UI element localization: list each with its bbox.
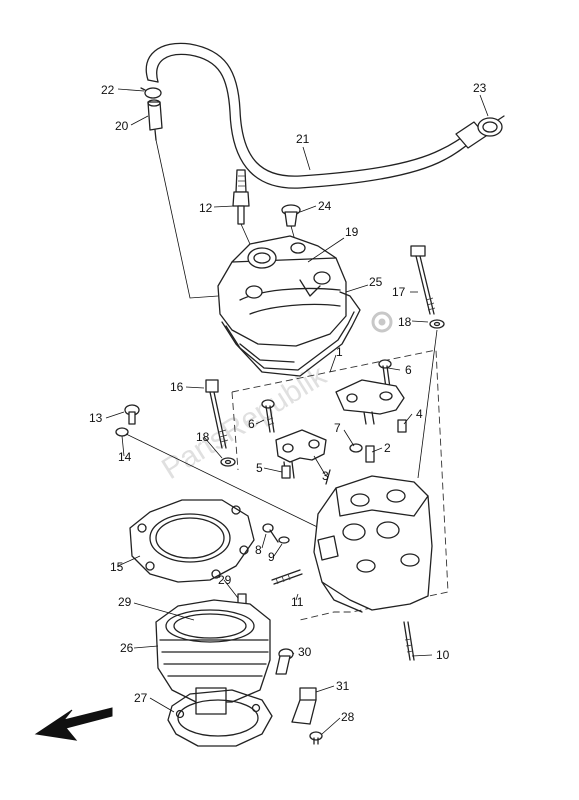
callout-9: 9 xyxy=(268,550,275,564)
bolt-8 xyxy=(262,523,279,543)
guide-line-13 xyxy=(125,433,341,539)
callout-22: 22 xyxy=(101,83,115,97)
stud-bolt-11 xyxy=(271,569,303,585)
callout-23: 23 xyxy=(473,81,487,95)
callout-6-left: 6 xyxy=(248,417,255,431)
callout-13: 13 xyxy=(89,411,103,425)
callout-21: 21 xyxy=(296,132,310,146)
guide-line-17 xyxy=(417,329,438,479)
stud-bolt-17 xyxy=(410,245,436,315)
cylinder-block xyxy=(155,599,271,715)
bolt-6-left xyxy=(261,399,275,433)
callout-4: 4 xyxy=(416,407,423,421)
assembly-outline-left xyxy=(231,391,239,471)
washer-18-right xyxy=(429,319,445,329)
callout-31: 31 xyxy=(336,679,350,693)
camshaft-cap-3 xyxy=(275,429,327,479)
callout-20: 20 xyxy=(115,119,129,133)
washer-7 xyxy=(349,443,363,453)
camshaft-cap-2 xyxy=(335,379,405,425)
callout-28: 28 xyxy=(341,710,355,724)
callout-labels: 22 20 23 21 12 24 19 25 17 18 1 6 16 4 1… xyxy=(89,81,487,724)
callout-1: 1 xyxy=(336,345,343,359)
callout-15: 15 xyxy=(110,560,124,574)
dowel-pin-2 xyxy=(365,445,375,463)
callout-8: 8 xyxy=(255,543,262,557)
callout-2: 2 xyxy=(384,441,391,455)
callout-29-left: 29 xyxy=(118,595,132,609)
callout-19: 19 xyxy=(345,225,359,239)
callout-5: 5 xyxy=(256,461,263,475)
callout-29-top: 29 xyxy=(218,573,232,587)
callout-12: 12 xyxy=(199,201,213,215)
callout-26: 26 xyxy=(120,641,134,655)
hose-clamp-23 xyxy=(477,115,505,137)
hose-clamp-22 xyxy=(140,87,162,99)
stud-bolt-10 xyxy=(403,621,415,661)
dowel-pin-4 xyxy=(397,419,407,433)
stud-bolt-16 xyxy=(205,379,229,449)
spark-plug xyxy=(232,169,259,263)
callout-3: 3 xyxy=(322,469,329,483)
water-fitting-30 xyxy=(275,648,294,675)
callout-30: 30 xyxy=(298,645,312,659)
gasket-9 xyxy=(278,536,290,544)
breather-fitting-20 xyxy=(147,99,163,141)
dowel-pin-5 xyxy=(281,465,291,479)
callout-16: 16 xyxy=(170,380,184,394)
callout-7: 7 xyxy=(334,421,341,435)
bolt-13 xyxy=(124,404,140,425)
callout-18-right: 18 xyxy=(398,315,412,329)
cap-bolt-24 xyxy=(281,204,301,245)
callout-27: 27 xyxy=(134,691,148,705)
leader-lines xyxy=(105,88,489,735)
hose-joint-31 xyxy=(291,687,317,725)
cylinder-head xyxy=(313,469,433,613)
callout-11: 11 xyxy=(291,595,304,609)
callout-18-left: 18 xyxy=(196,430,210,444)
callout-10: 10 xyxy=(436,648,450,662)
callout-17: 17 xyxy=(392,285,406,299)
callout-6-right: 6 xyxy=(405,363,412,377)
callout-25: 25 xyxy=(369,275,383,289)
bolt-28 xyxy=(309,731,323,745)
cylinder-base-gasket xyxy=(167,689,273,747)
callout-14: 14 xyxy=(118,450,132,464)
cylinder-head-cover xyxy=(217,235,347,347)
head-cover-gasket xyxy=(221,291,361,377)
gear-icon xyxy=(371,311,393,333)
washer-18-left xyxy=(220,457,236,467)
washer-14 xyxy=(115,427,129,437)
direction-arrow-icon xyxy=(34,707,113,741)
breather-hose xyxy=(145,42,487,189)
watermark-text: PartsRepublik xyxy=(156,358,333,485)
cylinder-head-gasket xyxy=(129,499,255,583)
callout-24: 24 xyxy=(318,199,332,213)
